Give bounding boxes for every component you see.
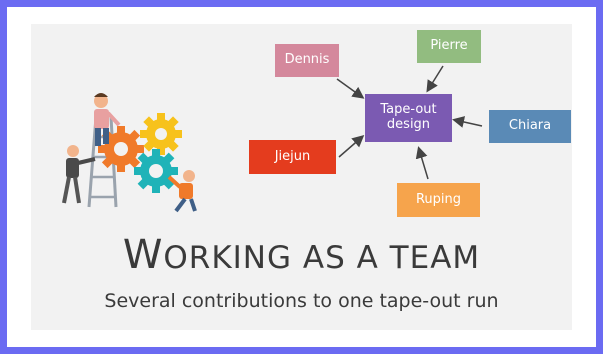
arrow-chiara <box>452 116 483 128</box>
node-label: Tape-out design <box>380 102 437 132</box>
arrow-pierre <box>426 65 444 93</box>
node-dennis: Dennis <box>275 44 339 77</box>
slide-title: WORKING AS A TEAM <box>31 232 572 278</box>
node-jiejun: Jiejun <box>249 140 336 174</box>
slide-title-first-letter: W <box>122 232 164 278</box>
node-label: Pierre <box>430 38 468 54</box>
node-label: Ruping <box>415 191 462 207</box>
teamwork-gears-icon <box>62 93 197 213</box>
arrow-dennis <box>336 78 365 99</box>
slide-title-rest: ORKING AS A TEAM <box>163 240 481 276</box>
node-chiara: Chiara <box>489 110 571 143</box>
diagram-arrows <box>336 65 483 180</box>
arrow-ruping <box>415 146 429 180</box>
node-label: Jiejun <box>274 148 311 164</box>
arrow-jiejun <box>338 135 365 158</box>
slide-frame: Dennis Pierre Tape-out design Chiara Jie… <box>7 7 596 347</box>
slide: Dennis Pierre Tape-out design Chiara Jie… <box>31 24 572 330</box>
slide-subtitle: Several contributions to one tape-out ru… <box>104 290 499 312</box>
node-ruping: Ruping <box>397 183 480 217</box>
node-label: Dennis <box>284 52 330 68</box>
node-center-tape-out-design: Tape-out design <box>365 94 452 142</box>
node-pierre: Pierre <box>417 30 481 63</box>
node-label: Chiara <box>508 118 552 134</box>
